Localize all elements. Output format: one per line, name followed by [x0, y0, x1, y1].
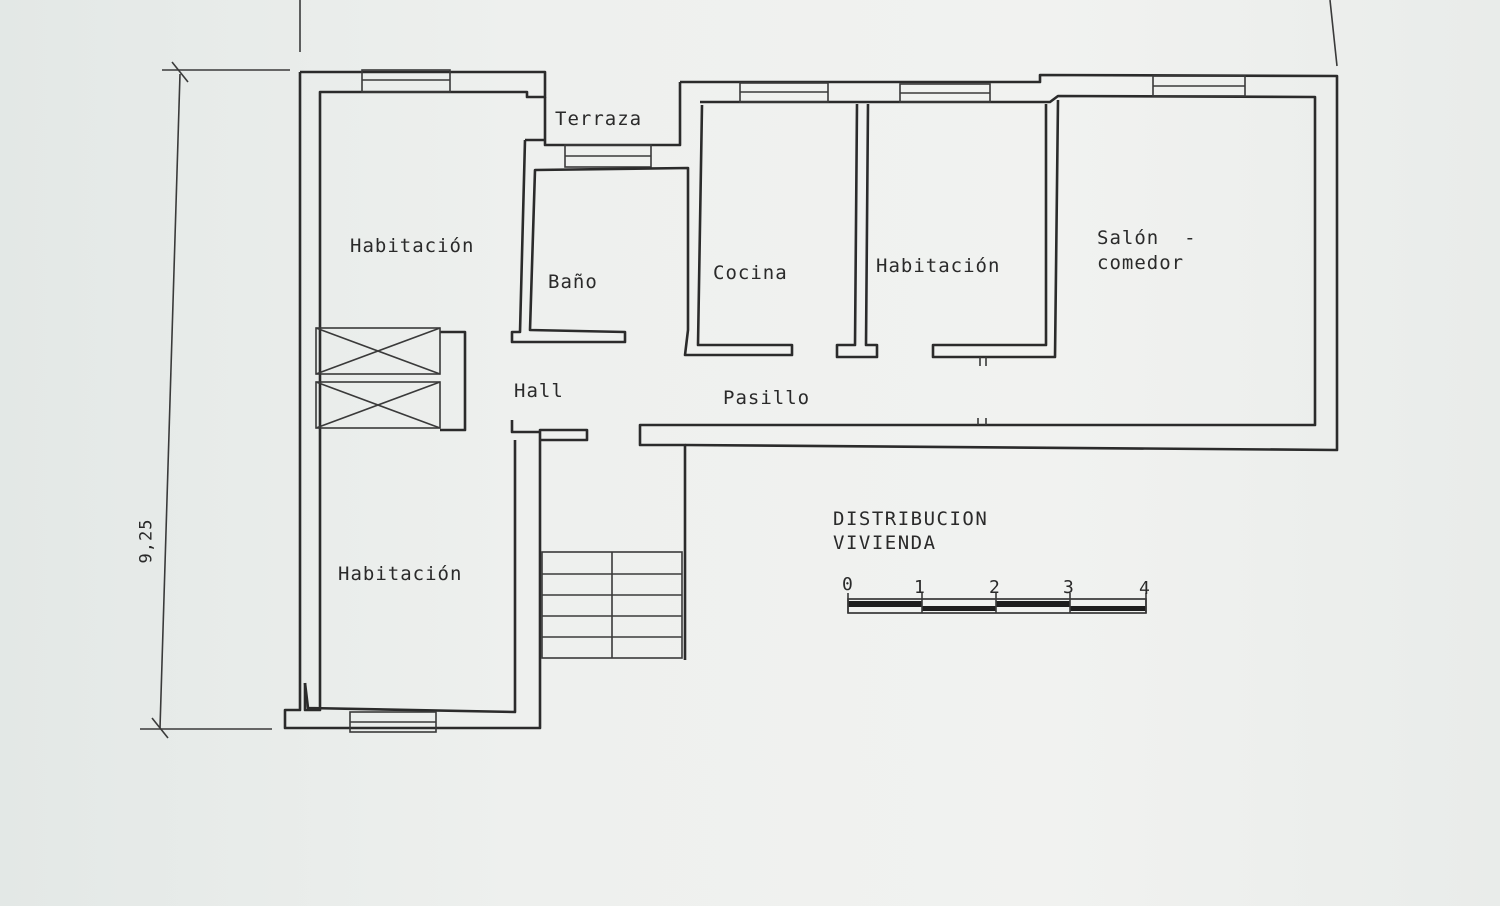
- closets: [315, 327, 441, 429]
- room-label-terrace: Terraza: [555, 108, 643, 130]
- dimension-label: 9,25: [136, 518, 157, 564]
- outer-walls: [283, 70, 1339, 730]
- room-label-bedroom-top-left: Habitación: [350, 235, 475, 257]
- plan-title-line1: DISTRIBUCION: [833, 508, 989, 530]
- room-label-corridor: Pasillo: [723, 387, 811, 409]
- room-label-kitchen: Cocina: [713, 262, 788, 284]
- room-label-hall: Hall: [514, 380, 564, 402]
- scale-bar: [847, 593, 1147, 614]
- room-label-bathroom: Baño: [548, 271, 598, 293]
- scale-tick-label: 1: [914, 577, 926, 598]
- scale-tick-label: 3: [1063, 577, 1075, 598]
- scale-tick-label: 4: [1139, 578, 1151, 599]
- sheet-edge-line: [1329, 0, 1338, 67]
- room-label-bedroom-bottom-left: Habitación: [338, 563, 463, 585]
- plan-title-line2: VIVIENDA: [833, 532, 937, 554]
- room-label-bedroom-middle: Habitación: [876, 255, 1001, 277]
- scale-tick-label: 0: [842, 574, 854, 595]
- room-label-living-line2: comedor: [1097, 252, 1185, 274]
- interior-walls: [440, 99, 1060, 434]
- staircase: [541, 551, 683, 659]
- scale-tick-label: 2: [989, 577, 1001, 598]
- windows: [349, 69, 1246, 733]
- room-label-living-line1: Salón -: [1097, 227, 1197, 249]
- dimension-line: [140, 61, 290, 739]
